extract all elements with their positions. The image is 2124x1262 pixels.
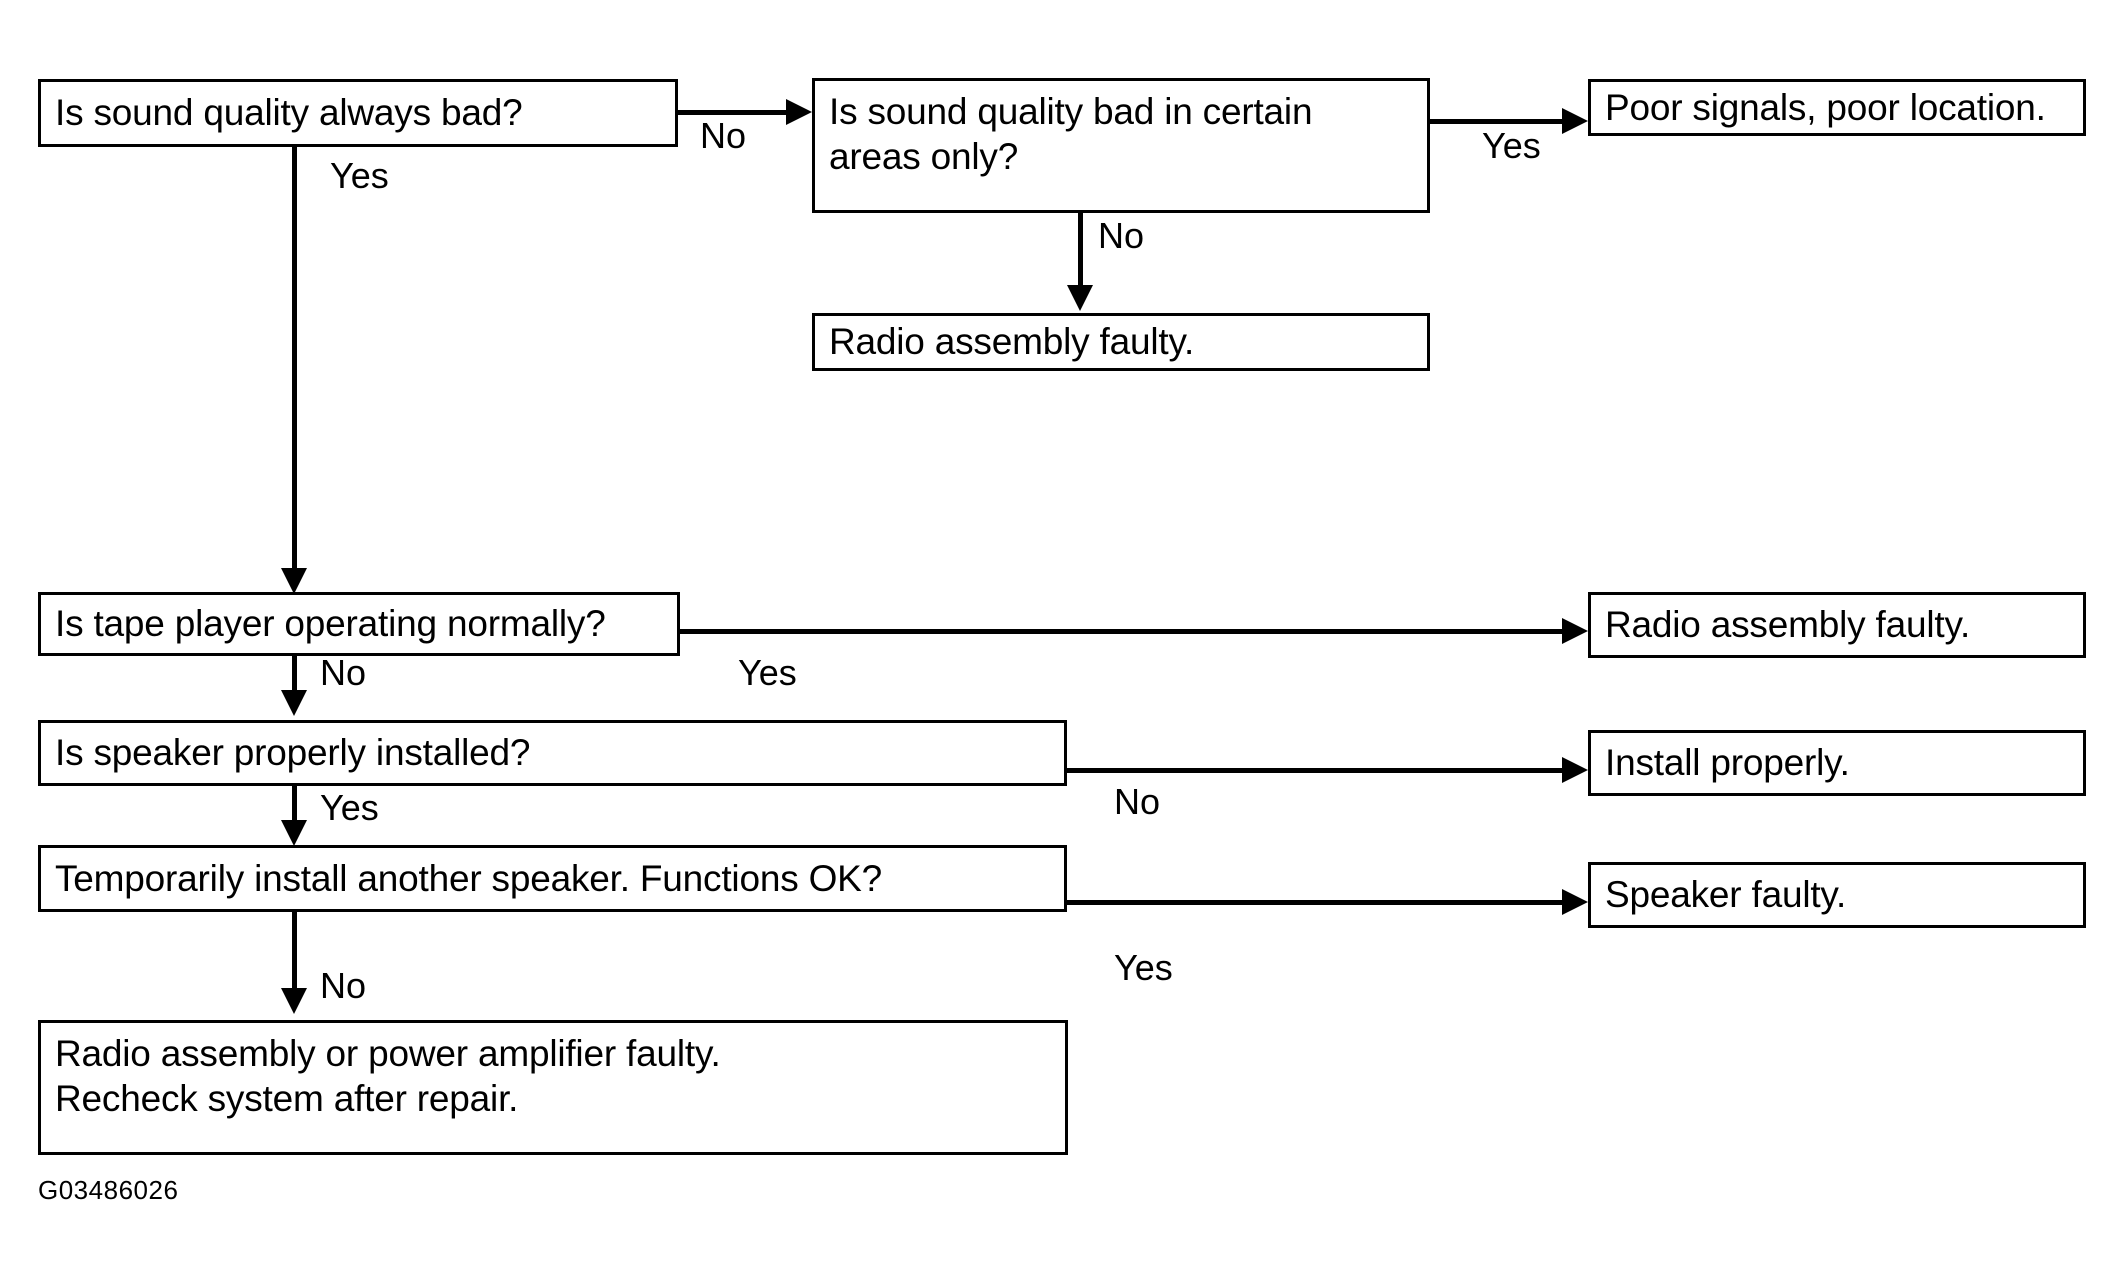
connector-certain-areas-to-poor-signals	[1430, 119, 1566, 124]
connector-always-bad-to-certain-areas	[678, 110, 790, 115]
arrowhead-to-speaker-installed	[281, 690, 307, 716]
node-label: Radio assembly or power amplifier faulty…	[55, 1033, 721, 1120]
node-label: Radio assembly faulty.	[1605, 604, 1971, 646]
node-label: Is tape player operating normally?	[55, 603, 606, 645]
edge-label-no-3: No	[320, 652, 367, 693]
node-label: Is speaker properly installed?	[55, 732, 531, 774]
connector-speaker-installed-to-another-speaker	[292, 784, 297, 824]
node-poor-signals-poor-location: Poor signals, poor location.	[1588, 79, 2086, 136]
node-radio-assembly-or-power-amplifier-faulty: Radio assembly or power amplifier faulty…	[38, 1020, 1068, 1155]
node-label: Speaker faulty.	[1605, 874, 1847, 916]
arrowhead-to-certain-areas	[786, 99, 812, 125]
edge-label-yes-5: Yes	[1114, 947, 1173, 988]
arrowhead-to-radio-faulty-mid	[1562, 618, 1588, 644]
edge-label-no-2: No	[1098, 215, 1145, 256]
node-label: Is sound quality bad in certain areas on…	[829, 91, 1313, 178]
node-is-speaker-properly-installed: Is speaker properly installed?	[38, 720, 1067, 786]
arrowhead-to-speaker-faulty	[1562, 889, 1588, 915]
connector-speaker-installed-to-install-properly	[1067, 768, 1566, 773]
arrowhead-to-tape-player	[281, 568, 307, 594]
node-label: Is sound quality always bad?	[55, 92, 523, 134]
node-temporarily-install-another-speaker: Temporarily install another speaker. Fun…	[38, 845, 1067, 912]
node-radio-assembly-faulty-top: Radio assembly faulty.	[812, 313, 1430, 371]
connector-tape-player-to-radio-faulty-mid	[680, 629, 1566, 634]
edge-label-no-4: No	[1114, 781, 1161, 822]
arrowhead-to-poor-signals	[1562, 108, 1588, 134]
node-install-properly: Install properly.	[1588, 730, 2086, 796]
connector-always-bad-to-tape-player	[292, 144, 297, 574]
edge-label-no-5: No	[320, 965, 367, 1006]
connector-another-speaker-to-radio-or-amp	[292, 910, 297, 992]
arrowhead-to-radio-or-amp	[281, 988, 307, 1014]
node-label: Temporarily install another speaker. Fun…	[55, 857, 883, 899]
arrowhead-to-install-properly	[1562, 757, 1588, 783]
connector-certain-areas-to-radio-faulty	[1078, 211, 1083, 289]
edge-label-yes-2: Yes	[1482, 125, 1541, 166]
node-speaker-faulty: Speaker faulty.	[1588, 862, 2086, 928]
edge-label-yes-4: Yes	[320, 787, 379, 828]
connector-tape-player-to-speaker-installed	[292, 654, 297, 694]
edge-label-no-1: No	[700, 115, 747, 156]
edge-label-yes-1: Yes	[330, 155, 389, 196]
node-label: Install properly.	[1605, 742, 1850, 784]
node-is-sound-quality-bad-certain-areas: Is sound quality bad in certain areas on…	[812, 78, 1430, 213]
node-label: Radio assembly faulty.	[829, 321, 1195, 363]
arrowhead-to-radio-faulty-top	[1067, 285, 1093, 311]
node-label: Poor signals, poor location.	[1605, 86, 2046, 128]
figure-id-caption: G03486026	[38, 1175, 179, 1205]
node-is-sound-quality-always-bad: Is sound quality always bad?	[38, 79, 678, 147]
arrowhead-to-another-speaker	[281, 820, 307, 846]
edge-label-yes-3: Yes	[738, 652, 797, 693]
node-radio-assembly-faulty-mid: Radio assembly faulty.	[1588, 592, 2086, 658]
connector-another-speaker-to-speaker-faulty	[1067, 900, 1566, 905]
node-is-tape-player-operating-normally: Is tape player operating normally?	[38, 592, 680, 656]
